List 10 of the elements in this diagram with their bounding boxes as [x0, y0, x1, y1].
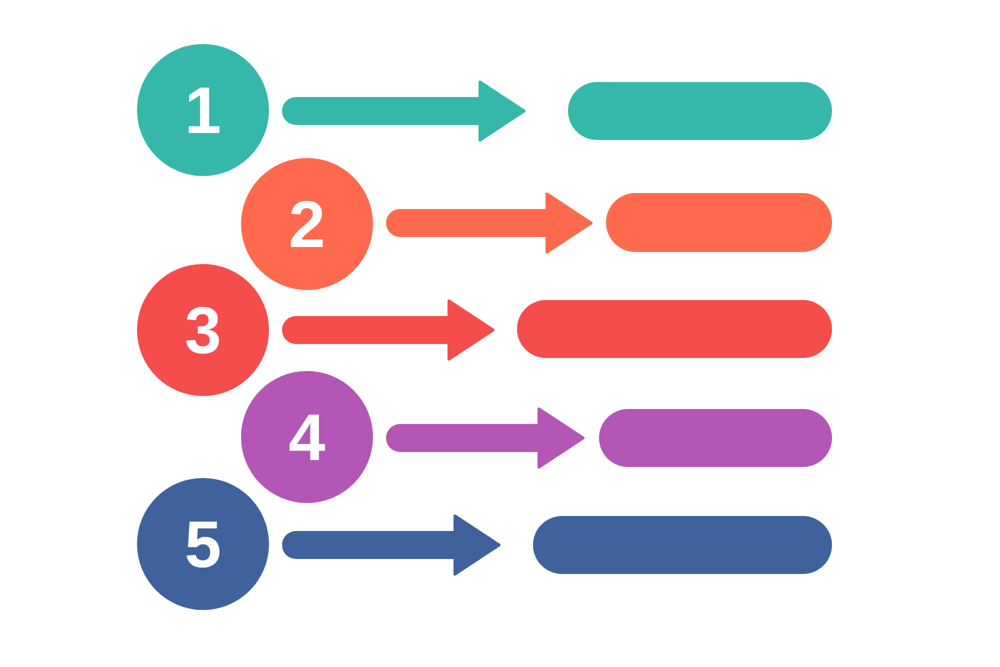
step-number: 4 — [288, 404, 326, 470]
step-number: 5 — [184, 511, 222, 577]
arrow — [282, 80, 526, 142]
step-number: 2 — [288, 191, 326, 257]
step-number: 1 — [184, 77, 222, 143]
arrow — [386, 192, 592, 254]
arrow — [282, 300, 494, 360]
step-number: 3 — [184, 297, 222, 363]
arrow — [386, 408, 584, 468]
arrow — [282, 514, 500, 576]
